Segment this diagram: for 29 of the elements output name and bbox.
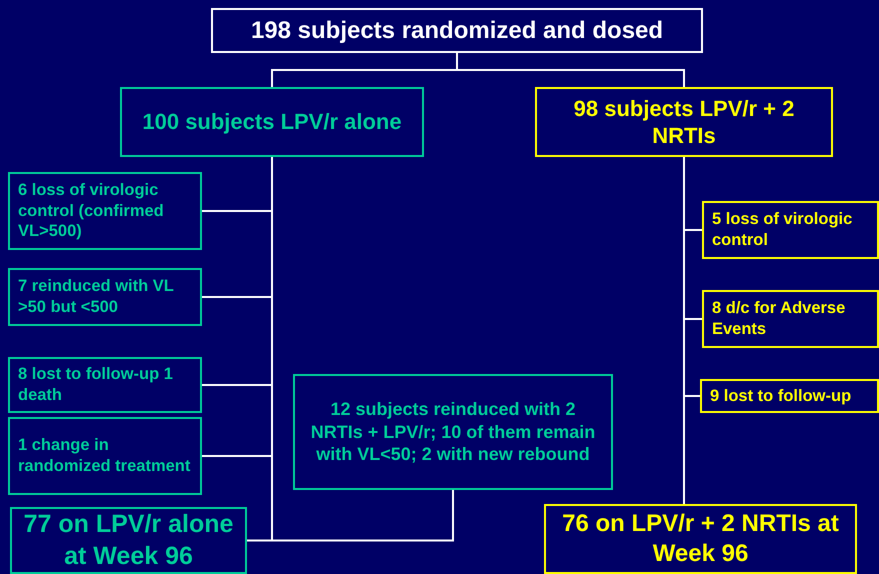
box-text: 12 subjects reinduced with 2 NRTIs + LPV/r; 10 of them remain with VL<50; 2 with new rebound <box>310 398 596 466</box>
result-box <box>10 507 247 574</box>
box-text: 1 change in randomized treatment <box>18 435 192 477</box>
box-text: 98 subjects LPV/r + 2 NRTIs <box>572 94 796 150</box>
arm-box <box>535 87 833 157</box>
arm-box <box>120 87 424 157</box>
outcome-box <box>8 357 202 413</box>
group-box <box>211 8 703 53</box>
box-text: 9 lost to follow-up <box>710 386 852 406</box>
box-text: 77 on LPV/r alone at Week 96 <box>22 509 234 572</box>
outcome-box <box>8 268 202 326</box>
connector-line <box>456 53 685 87</box>
box-text: 100 subjects LPV/r alone <box>142 108 402 136</box>
outcome-box <box>702 201 879 259</box>
outcome-box <box>8 172 202 250</box>
note-box <box>293 374 613 490</box>
box-text: 8 lost to follow-up 1 death <box>18 364 174 406</box>
box-text: 76 on LPV/r + 2 NRTIs at Week 96 <box>561 509 840 569</box>
box-text: 6 loss of virologic control (confirmed VL>500) <box>18 180 165 242</box>
box-text: 198 subjects randomized and dosed <box>250 16 664 46</box>
box-text: 5 loss of virologic control <box>712 209 854 251</box>
box-text: 8 d/c for Adverse Events <box>712 298 846 340</box>
box-text: 7 reinduced with VL >50 but <500 <box>18 276 175 318</box>
connector-line <box>683 157 685 504</box>
outcome-box <box>700 379 879 413</box>
outcome-box <box>702 290 879 348</box>
outcome-box <box>8 417 202 495</box>
connector-line <box>247 490 454 542</box>
result-box <box>544 504 857 574</box>
